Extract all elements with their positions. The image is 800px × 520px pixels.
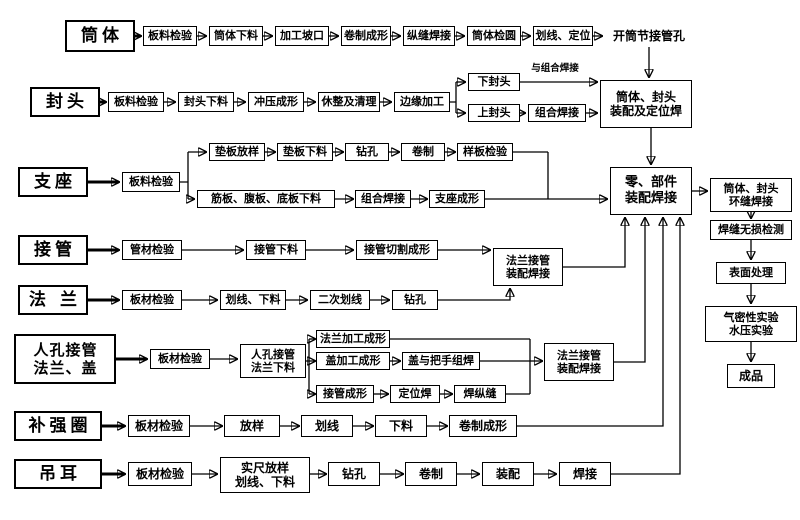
- node-marking: 划线: [301, 415, 353, 437]
- node-plate-inspection-2: 板料检验: [108, 92, 164, 112]
- node-parts-assembly-welding: 零、部件 装配焊接: [610, 167, 692, 215]
- node-stamping-forming: 冲压成形: [248, 92, 304, 112]
- node-marking-positioning: 划线、定位: [533, 26, 593, 46]
- node-weld-ndt: 焊缝无损检测: [710, 220, 792, 240]
- node-plate-inspection-7: 板材检验: [128, 462, 192, 486]
- node-cover-handle-welding: 盖与把手组焊: [402, 352, 480, 370]
- node-pad-lofting: 垫板放样: [209, 143, 265, 161]
- node-pad-rolling: 卷制: [401, 143, 445, 161]
- node-manhole-blanking: 人孔接管 法兰下料: [240, 344, 306, 378]
- node-support-category: 支座: [18, 167, 88, 197]
- node-rolling-forming: 卷制成形: [341, 26, 391, 46]
- node-pipe-inspection: 管材检验: [122, 240, 182, 260]
- node-marking-blanking: 划线、下料: [220, 290, 286, 310]
- node-lug-rolling: 卷制: [405, 462, 457, 486]
- node-surface-treatment: 表面处理: [716, 262, 786, 284]
- node-circumferential-seam-welding: 筒体、封头 环缝焊接: [710, 178, 792, 212]
- node-lower-head: 下封头: [468, 73, 520, 91]
- node-cylinder-category: 筒体: [65, 20, 135, 52]
- node-nozzle-blanking: 接管下料: [246, 240, 306, 260]
- node-template-inspection: 样板检验: [457, 143, 513, 161]
- node-plate-inspection-1: 板料检验: [143, 26, 197, 46]
- node-flange-category: 法 兰: [18, 285, 88, 315]
- node-head-blanking: 封头下料: [178, 92, 234, 112]
- node-trimming-cleaning: 休整及清理: [318, 92, 380, 112]
- node-second-marking: 二次划线: [310, 290, 370, 310]
- node-cylinder-blanking: 筒体下料: [209, 26, 263, 46]
- node-full-scale-lofting: 实尺放样 划线、下料: [220, 457, 310, 493]
- node-pipe-forming: 接管成形: [316, 385, 374, 403]
- node-lug-drilling: 钻孔: [328, 462, 380, 486]
- node-combined-welding: 组合焊接: [528, 104, 586, 122]
- node-plate-inspection-4: 板材检验: [122, 290, 182, 310]
- node-bevel-machining: 加工坡口: [275, 26, 329, 46]
- node-support-forming: 支座成形: [429, 190, 485, 208]
- node-longitudinal-weld: 焊纵缝: [454, 385, 506, 403]
- note-combined-welding: 与组合焊接: [531, 63, 579, 75]
- node-plate-inspection-6: 板材检验: [128, 415, 190, 437]
- node-roundness-check: 筒体检圆: [467, 26, 521, 46]
- node-lug-assembly: 装配: [482, 462, 534, 486]
- node-nozzle-category: 接管: [18, 235, 88, 265]
- node-flange-nozzle-assembly-1: 法兰接管 装配焊接: [493, 248, 563, 286]
- node-finished-product: 成品: [727, 364, 775, 388]
- node-pad-drilling: 钻孔: [345, 143, 389, 161]
- node-cylinder-head-assembly: 筒体、封头 装配及定位焊: [600, 80, 692, 128]
- node-tightness-hydro-test: 气密性实验 水压实验: [705, 306, 797, 342]
- node-pad-blanking: 垫板下料: [277, 143, 333, 161]
- node-flange-nozzle-assembly-2: 法兰接管 装配焊接: [544, 343, 614, 381]
- node-upper-head: 上封头: [468, 104, 520, 122]
- node-roll-forming: 卷制成形: [449, 415, 517, 437]
- node-plate-inspection-3: 板料检验: [122, 172, 180, 192]
- node-flange-machining: 法兰加工成形: [316, 330, 390, 348]
- node-plate-inspection-5: 板材检验: [150, 349, 210, 369]
- node-lug-welding: 焊接: [559, 462, 611, 486]
- node-flange-drilling: 钻孔: [392, 290, 438, 310]
- node-cover-machining: 盖加工成形: [316, 352, 390, 370]
- node-edge-machining: 边缘加工: [394, 92, 450, 112]
- node-manhole-category: 人孔接管 法兰、盖: [14, 334, 116, 384]
- node-lifting-lug-category: 吊耳: [14, 459, 102, 489]
- node-longitudinal-seam-welding: 纵缝焊接: [403, 26, 455, 46]
- node-lofting: 放样: [224, 415, 280, 437]
- node-blanking: 下料: [375, 415, 427, 437]
- node-nozzle-cutting-forming: 接管切割成形: [356, 240, 438, 260]
- node-reinforcement-ring-category: 补强圈: [14, 411, 102, 441]
- node-tack-welding: 定位焊: [390, 385, 440, 403]
- node-head-category: 封头: [30, 87, 100, 117]
- node-nozzle-hole-cutting: 开筒节接管孔: [605, 25, 693, 47]
- node-rib-web-base-blanking: 筋板、腹板、底板下料: [197, 190, 335, 208]
- node-rib-combined-welding: 组合焊接: [355, 190, 411, 208]
